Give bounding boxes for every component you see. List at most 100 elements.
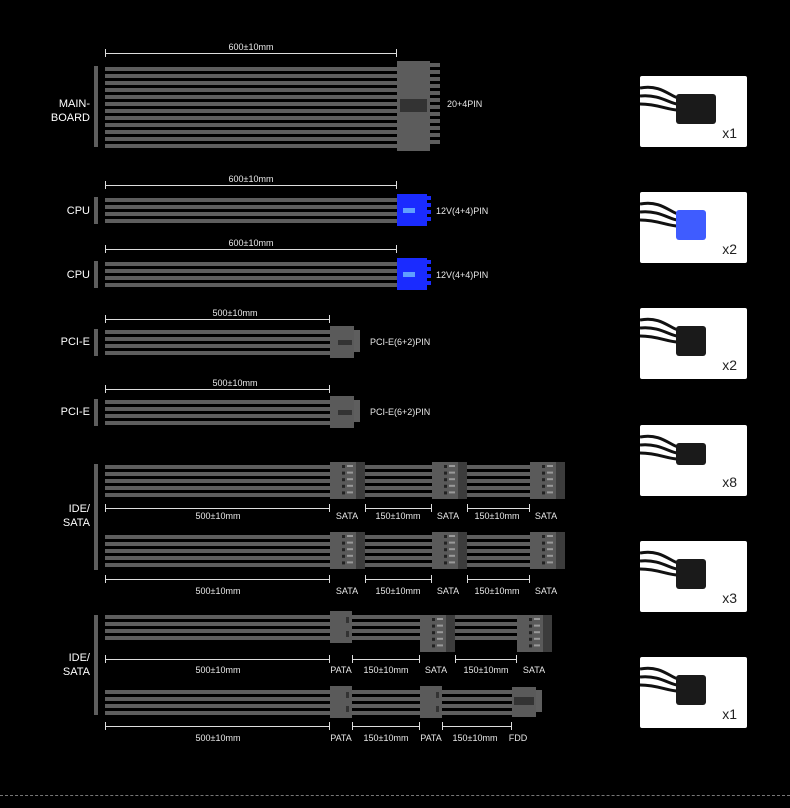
- dimension-tick: [105, 181, 106, 189]
- cable-sleeve-end: [94, 261, 98, 288]
- dimension-line: [455, 659, 517, 660]
- sata-pin: [347, 478, 353, 481]
- fdd-pins: [536, 690, 542, 712]
- sata-pin: [547, 491, 553, 494]
- sata-pin: [449, 465, 455, 467]
- wire: [105, 276, 397, 280]
- sata-pin: [444, 471, 447, 475]
- sata-pin: [347, 465, 353, 467]
- sata-pin: [342, 548, 345, 552]
- wire: [105, 198, 397, 202]
- wire: [105, 81, 397, 85]
- sata-pin: [437, 618, 443, 620]
- quantity-label: x8: [722, 474, 737, 490]
- wire: [105, 697, 512, 701]
- cable-group-name: IDE/ SATA: [62, 503, 90, 529]
- pata-connector: [330, 611, 352, 643]
- dimension-tick: [511, 722, 512, 730]
- sata-pin: [444, 554, 447, 558]
- segment-label: SATA: [424, 665, 448, 675]
- dimension-tick: [352, 655, 353, 663]
- connector-pin: [430, 84, 440, 88]
- sata-pin: [542, 561, 545, 565]
- segment-label: FDD: [508, 733, 528, 743]
- sata-pin: [547, 484, 553, 487]
- connector-label: 12V(4+4)PIN: [436, 206, 489, 216]
- cable-sleeve-end: [94, 329, 98, 356]
- sata-connector-edge: [556, 532, 565, 569]
- pata-pin: [346, 631, 349, 637]
- connector-pin: [427, 274, 431, 278]
- sata-pin: [437, 631, 443, 634]
- segment-label: 500±10mm: [195, 733, 241, 743]
- segment-label: PATA: [420, 733, 442, 743]
- sata-pin: [547, 561, 553, 564]
- sata-pin: [542, 491, 545, 495]
- connector-thumbnail: x3: [640, 541, 747, 612]
- connector-pin: [430, 126, 440, 130]
- sata-pin: [437, 624, 443, 627]
- sata-pin: [444, 491, 447, 495]
- wire: [105, 109, 397, 113]
- sata-pin: [547, 465, 553, 467]
- sata-pin: [347, 471, 353, 474]
- connector-pin: [427, 196, 431, 200]
- connector-pin: [430, 63, 440, 67]
- sata-connector-edge: [543, 615, 552, 652]
- dimension-line: [467, 579, 530, 580]
- sata-pin: [529, 644, 532, 648]
- pata-pin: [346, 706, 349, 712]
- quantity-label: x3: [722, 590, 737, 606]
- connector-thumbnail: x1: [640, 657, 747, 728]
- wire: [105, 123, 397, 127]
- cable-sleeve-end: [94, 197, 98, 224]
- segment-label: 150±10mm: [363, 733, 409, 743]
- wire: [105, 116, 397, 120]
- sata-pin: [547, 554, 553, 557]
- dimension-tick: [329, 315, 330, 323]
- segment-label: 150±10mm: [463, 665, 509, 675]
- divider: [0, 795, 790, 796]
- sata-pin: [347, 548, 353, 551]
- connector-thumbnail: x2: [640, 192, 747, 263]
- 24pin-latch: [400, 99, 427, 112]
- wire: [105, 407, 330, 411]
- pata-connector: [420, 686, 442, 718]
- sata-pin: [449, 561, 455, 564]
- dimension-tick: [105, 722, 106, 730]
- fdd-slot: [514, 697, 534, 705]
- sata-pin: [542, 484, 545, 488]
- wire: [105, 344, 330, 348]
- dimension-tick: [105, 575, 106, 583]
- wire: [105, 351, 330, 355]
- quantity-label: x2: [722, 241, 737, 257]
- wire: [105, 212, 397, 216]
- dimension-tick: [419, 655, 420, 663]
- connector-pin: [430, 112, 440, 116]
- cable-name: PCI-E: [60, 336, 90, 348]
- sata-connector-edge: [458, 532, 467, 569]
- cpu-connector-latch: [403, 272, 415, 277]
- molex-connector-icon: [640, 550, 706, 589]
- dimension-line: [365, 579, 432, 580]
- connector-label: PCI-E(6+2)PIN: [370, 337, 431, 347]
- sata-pin: [342, 535, 345, 538]
- connector-pin: [430, 77, 440, 81]
- sata-pin: [347, 484, 353, 487]
- connector-pin: [430, 98, 440, 102]
- dimension-tick: [396, 49, 397, 57]
- sata-pin: [342, 484, 345, 488]
- sata-pin: [444, 465, 447, 468]
- cable-name: PCI-E: [60, 406, 90, 418]
- sata-connector-edge: [458, 462, 467, 499]
- sata-pin: [449, 535, 455, 537]
- connector-pin: [427, 281, 431, 285]
- sata-pin: [342, 465, 345, 468]
- dimension-line: [442, 726, 512, 727]
- sata-connector-edge: [446, 615, 455, 652]
- sata-pin: [534, 618, 540, 620]
- segment-label: 500±10mm: [195, 586, 241, 596]
- wire: [105, 337, 330, 341]
- connector-pin: [427, 203, 431, 207]
